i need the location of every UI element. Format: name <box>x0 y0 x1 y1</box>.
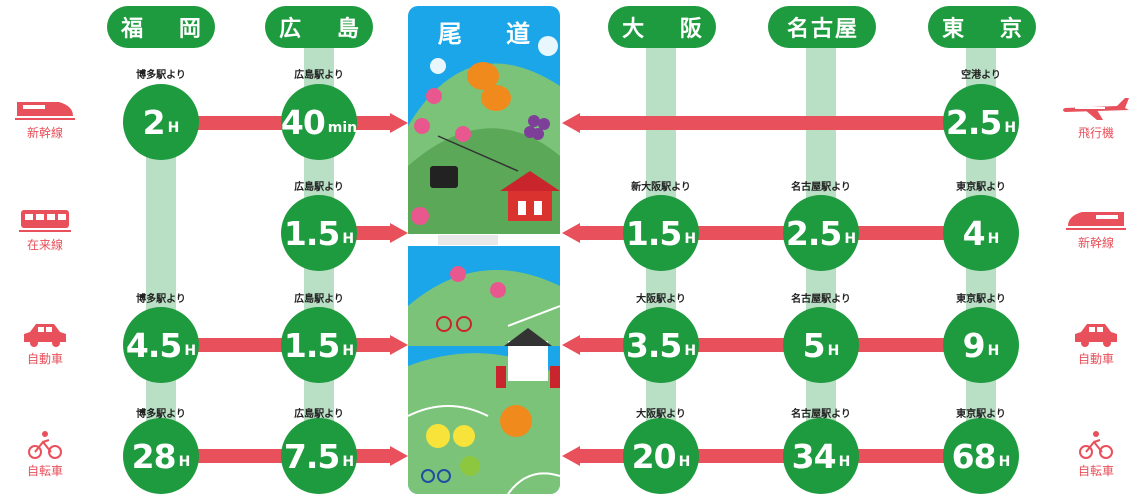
from-label: 東京駅より <box>956 294 1006 305</box>
header-fukuoka: 福 岡 <box>107 6 215 48</box>
airplane-icon <box>1063 98 1129 120</box>
arrow-tokyo-row1 <box>562 113 966 133</box>
header-nagoya: 名古屋 <box>768 6 876 48</box>
header-tokyo: 東 京 <box>928 6 1036 48</box>
from-label: 広島駅より <box>294 294 344 305</box>
panel-title: 尾 道 <box>437 20 549 48</box>
from-label: 博多駅より <box>136 70 186 81</box>
from-label: 広島駅より <box>294 70 344 81</box>
from-label: 博多駅より <box>136 294 186 305</box>
bicycle-icon <box>28 431 62 459</box>
from-label: 東京駅より <box>956 409 1006 420</box>
from-label: 名古屋駅より <box>791 294 851 305</box>
bicycle-icon <box>1079 431 1113 459</box>
from-label: 大阪駅より <box>636 409 686 420</box>
onomichi-illustration <box>408 36 560 494</box>
column-line-fukuoka <box>146 118 176 458</box>
train-icon <box>19 210 71 232</box>
from-label: 広島駅より <box>294 409 344 420</box>
mode-car-right: 自動車 <box>1056 322 1136 367</box>
from-label: 東京駅より <box>956 182 1006 193</box>
from-label: 広島駅より <box>294 182 344 193</box>
mode-bicycle-left: 自転車 <box>5 430 85 479</box>
from-label: 名古屋駅より <box>791 409 851 420</box>
onomichi-panel: 尾 道 <box>408 6 560 494</box>
from-label: 空港より <box>961 70 1001 81</box>
header-osaka: 大 阪 <box>608 6 716 48</box>
mode-bicycle-right: 自転車 <box>1056 430 1136 479</box>
from-label: 名古屋駅より <box>791 182 851 193</box>
mode-shinkansen-right: 新幹線 <box>1056 206 1136 251</box>
mode-airplane: 飛行機 <box>1056 96 1136 141</box>
from-label: 新大阪駅より <box>631 182 691 193</box>
shinkansen-icon <box>1066 212 1126 230</box>
mode-shinkansen-left: 新幹線 <box>5 96 85 141</box>
shinkansen-icon <box>15 102 75 120</box>
header-hiroshima: 広 島 <box>265 6 373 48</box>
from-label: 博多駅より <box>136 409 186 420</box>
mode-local-train: 在来線 <box>5 206 85 253</box>
mode-car-left: 自動車 <box>5 322 85 367</box>
car-icon <box>1075 324 1117 347</box>
from-label: 大阪駅より <box>636 294 686 305</box>
car-icon <box>24 324 66 347</box>
